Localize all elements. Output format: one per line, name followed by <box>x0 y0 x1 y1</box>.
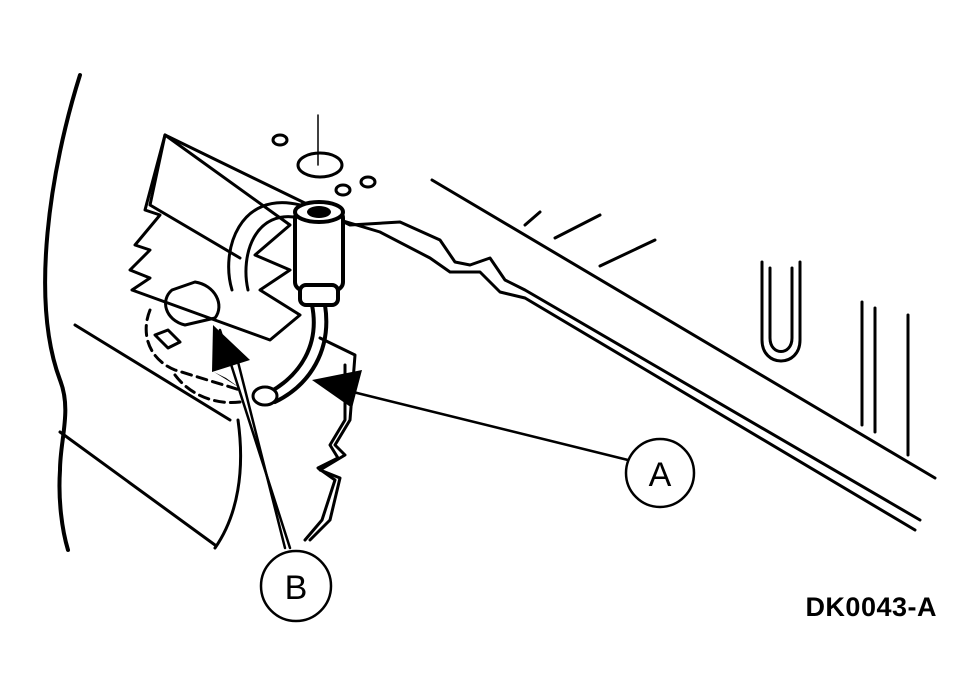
lower-panel-line <box>73 323 232 422</box>
u-cutout <box>760 260 802 363</box>
sensor-housing-2 <box>173 373 242 405</box>
connector-socket <box>307 206 331 218</box>
mounting-hole-small-2 <box>359 175 377 189</box>
leader-line-b <box>218 328 292 550</box>
frame-rib <box>553 213 602 240</box>
connector-collar <box>298 283 340 307</box>
callout-b-label: B <box>285 569 308 607</box>
lower-panel-curve <box>213 418 243 550</box>
callout-a-label: A <box>649 456 672 494</box>
arrowhead-a <box>312 370 362 408</box>
frame-rail-upper-2 <box>338 218 917 532</box>
bracket-inner-line <box>148 133 242 260</box>
right-bracket-2 <box>303 363 347 542</box>
mounting-hole-small <box>271 133 289 147</box>
hose-loop-inner <box>244 215 302 292</box>
sensor-wire <box>268 303 316 394</box>
callout-b-circle <box>259 549 333 623</box>
sensor-wire-2 <box>273 303 329 404</box>
frame-rail-upper <box>163 133 922 522</box>
body-edge-outline <box>43 73 82 552</box>
mounting-bracket <box>128 133 302 342</box>
sensor-mount <box>164 280 221 327</box>
figure-id-label: DK0043-A <box>805 592 937 622</box>
sensor-housing <box>144 308 242 392</box>
leader-line-a <box>343 388 630 462</box>
leader-line-b-2 <box>233 348 287 550</box>
sensor-nut <box>153 328 182 350</box>
u-cutout-inner <box>768 266 794 353</box>
arrowhead-b <box>212 325 250 372</box>
frame-rib-2 <box>598 238 657 268</box>
arrowhead-b-2 <box>214 372 240 388</box>
sensor-clip <box>251 385 279 407</box>
mounting-hole-large <box>296 151 344 179</box>
mounting-hole-small-3 <box>334 183 352 197</box>
lower-panel-line-2 <box>58 430 217 547</box>
frame-rail-lower-2 <box>523 210 542 227</box>
frame-rail-lower <box>430 178 937 480</box>
callout-a-circle <box>624 437 696 509</box>
hose-loop-outer <box>227 201 302 292</box>
